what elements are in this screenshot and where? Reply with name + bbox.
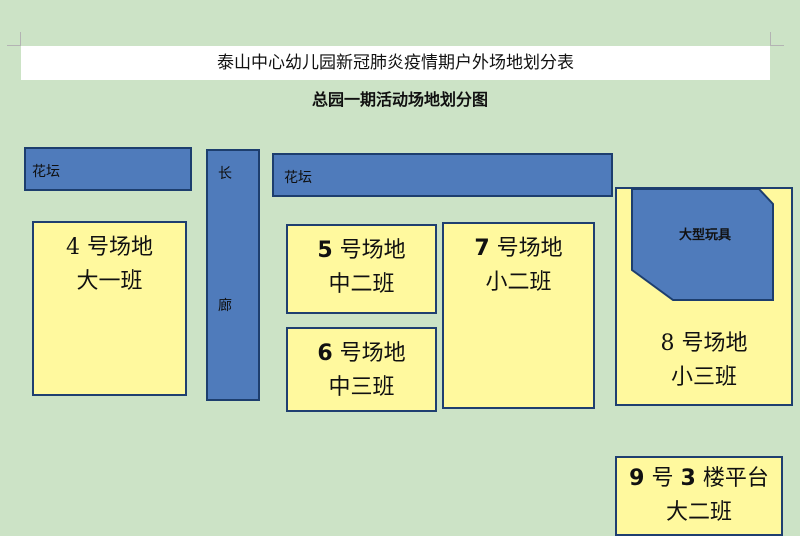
crop-mark-left	[7, 32, 21, 46]
field-9-class: 大二班	[665, 500, 732, 525]
large-toys-shape	[631, 188, 774, 301]
field-7: 7 号场地 小二班	[442, 222, 595, 409]
crop-mark-right	[770, 32, 784, 46]
field-6-name: 6 号场地	[317, 341, 406, 366]
field-9: 9 号 3 楼平台 大二班	[615, 456, 783, 536]
corridor: 长 廊	[206, 149, 260, 401]
flowerbed-left-label: 花坛	[32, 164, 60, 180]
flowerbed-left: 花坛	[24, 147, 192, 191]
flowerbed-top: 花坛	[272, 153, 613, 197]
field-4-class: 大一班	[76, 269, 143, 294]
field-8-class: 小三班	[670, 365, 737, 390]
field-9-name: 9 号 3 楼平台	[629, 466, 769, 491]
corridor-label-bottom: 廊	[218, 298, 232, 314]
page-title: 泰山中心幼儿园新冠肺炎疫情期户外场地划分表	[217, 53, 574, 73]
field-4: 4 号场地 大一班	[32, 221, 187, 396]
title-bar: 泰山中心幼儿园新冠肺炎疫情期户外场地划分表	[21, 46, 770, 80]
page-subtitle: 总园一期活动场地划分图	[311, 90, 488, 109]
field-5-class: 中二班	[328, 272, 395, 297]
large-toys-area: 大型玩具	[631, 188, 775, 301]
field-5-name: 5 号场地	[317, 238, 406, 263]
field-6: 6 号场地 中三班	[286, 327, 437, 412]
field-7-name: 7 号场地	[474, 236, 563, 261]
flowerbed-top-label: 花坛	[284, 170, 312, 186]
field-8-name: 8 号场地	[660, 331, 748, 356]
field-5: 5 号场地 中二班	[286, 224, 437, 314]
field-6-class: 中三班	[328, 375, 395, 400]
field-7-class: 小二班	[485, 270, 552, 295]
field-4-name: 4 号场地	[65, 235, 153, 260]
large-toys-label: 大型玩具	[679, 228, 732, 243]
corridor-label-top: 长	[218, 166, 232, 182]
